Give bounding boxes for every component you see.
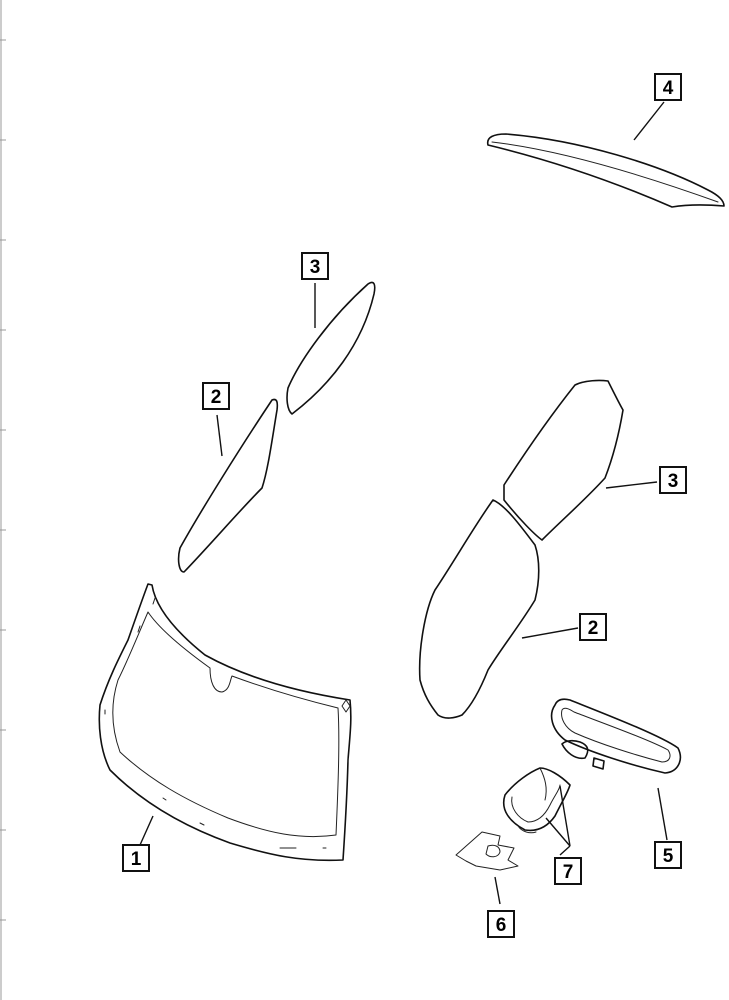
callout-7: 7 [554, 857, 582, 885]
callout-7-label: 7 [563, 862, 574, 883]
callout-2-left: 2 [202, 382, 230, 410]
callout-6-label: 6 [496, 915, 507, 936]
callout-1: 1 [122, 844, 150, 872]
callout-4-label: 4 [663, 78, 674, 99]
part-5-rearview-mirror [550, 698, 682, 774]
part-2-door-glass-right [418, 499, 540, 719]
callout-5-label: 5 [663, 846, 674, 867]
part-7-mirror-mount [503, 767, 571, 834]
part-3-quarter-glass-right [503, 379, 624, 541]
callout-2-left-label: 2 [211, 387, 222, 408]
callout-3-left-label: 3 [310, 257, 321, 278]
callout-3-right-label: 3 [668, 471, 679, 492]
part-4-rear-glass [486, 133, 725, 208]
part-2-door-glass-left [177, 398, 279, 573]
callout-5: 5 [654, 841, 682, 869]
part-3-quarter-glass-left [286, 281, 376, 415]
callout-2-right: 2 [579, 613, 607, 641]
callout-1-label: 1 [131, 849, 142, 870]
part-1-windshield [98, 583, 352, 862]
callout-4: 4 [654, 73, 682, 101]
leader-lines [139, 101, 668, 905]
callout-2-right-label: 2 [588, 618, 599, 639]
callout-6: 6 [487, 910, 515, 938]
callout-3-left: 3 [301, 252, 329, 280]
part-6-sensor-bracket [455, 831, 519, 871]
page-edge [0, 0, 6, 1000]
callout-3-right: 3 [659, 466, 687, 494]
